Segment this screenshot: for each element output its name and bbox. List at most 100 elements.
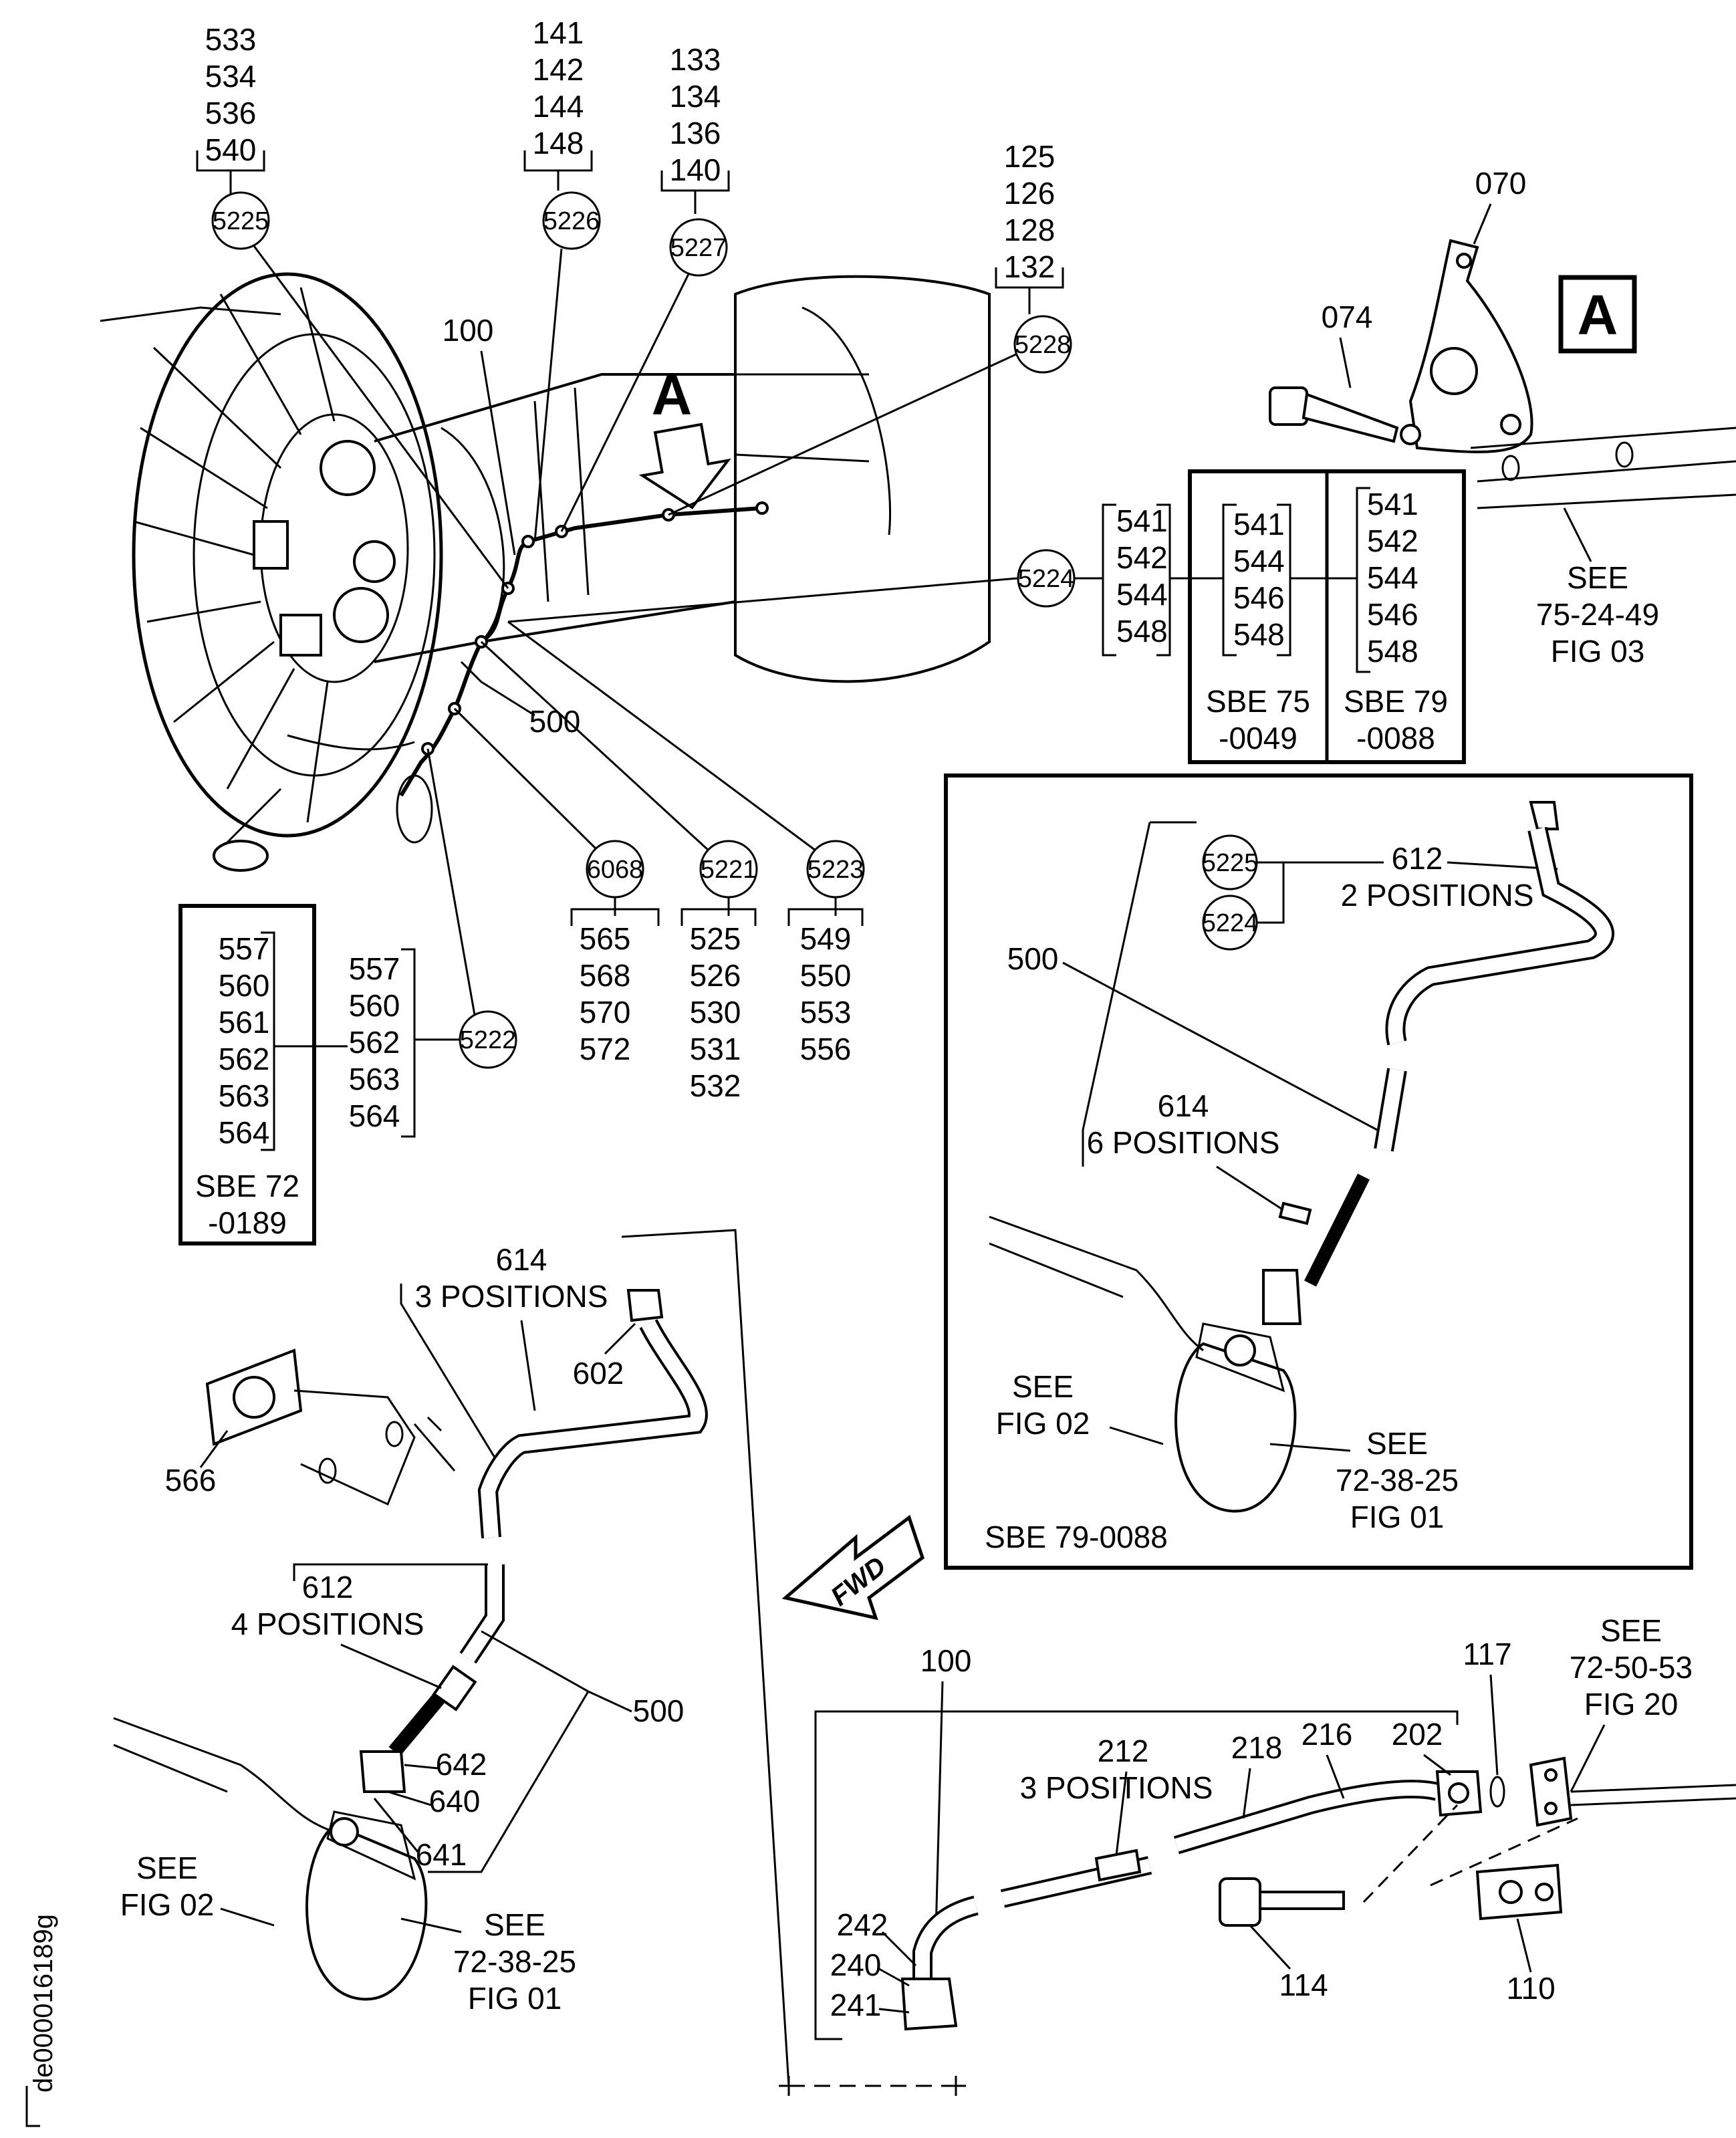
- sbe72-item-3: 561: [219, 1005, 270, 1040]
- callout-5225-item-2: 534: [205, 59, 257, 94]
- callout-5223-item-1: 549: [800, 921, 852, 956]
- inset-see-72-1: SEE: [1366, 1426, 1428, 1461]
- sbe75-label-1: SBE 75: [1206, 684, 1310, 719]
- label-074: 074: [1322, 300, 1373, 334]
- inset-label-614-pos: 6 POSITIONS: [1087, 1125, 1280, 1160]
- see-72-a-3: FIG 01: [468, 1981, 562, 2016]
- label-641: 641: [416, 1837, 467, 1872]
- sbe72-item-1: 557: [219, 931, 270, 966]
- callout-5226-item-3: 144: [533, 89, 584, 124]
- label-612-a-pos: 4 POSITIONS: [231, 1607, 424, 1641]
- callout-6068-item-1: 565: [580, 921, 631, 956]
- sbe75-item-4: 548: [1233, 617, 1285, 652]
- sbe72-item-2: 560: [219, 968, 270, 1003]
- callout-5223-item-3: 553: [800, 995, 852, 1030]
- inset-sbe-label: SBE 79-0088: [985, 1520, 1168, 1554]
- sbe-box-group: 541 544 546 548 SBE 75 -0049 541 542 544…: [1188, 469, 1466, 764]
- callout-5227-item-4: 140: [670, 152, 721, 187]
- callout-5227-id: 5227: [670, 234, 727, 262]
- callout-6068-item-2: 568: [580, 958, 631, 993]
- callout-5222: 5222 557 560 562 563 564: [294, 748, 517, 1138]
- see-a-line-2: 75-24-49: [1536, 597, 1659, 632]
- label-117: 117: [1463, 1637, 1511, 1671]
- callout-5221-item-1: 525: [690, 921, 741, 956]
- callout-5221-item-2: 526: [690, 958, 741, 993]
- sbe72-box: 557 560 561 562 563 564 SBE 72 -0189: [178, 904, 316, 1245]
- label-612-a: 612: [302, 1570, 354, 1605]
- label-212: 212: [1098, 1734, 1149, 1768]
- callout-5222-item-1: 557: [349, 951, 400, 986]
- see-fig02-a-2: FIG 02: [120, 1887, 215, 1922]
- label-100-b: 100: [920, 1643, 972, 1678]
- label-110: 110: [1506, 1971, 1555, 2006]
- lower-right-assembly: 100 212 3 POSITIONS 218 216 202 117 SEE …: [779, 1613, 1736, 2096]
- inset-see-72-3: FIG 01: [1350, 1500, 1445, 1534]
- callout-5227-item-3: 136: [670, 116, 721, 150]
- callout-5226-id: 5226: [543, 207, 600, 235]
- callout-5222-id: 5222: [460, 1026, 517, 1054]
- sbe75-label-2: -0049: [1219, 721, 1297, 755]
- label-242: 242: [837, 1907, 888, 1942]
- view-a-detail: A 070 074 SEE 75-24-49 FIG 03: [1269, 166, 1736, 669]
- callout-5224-item-3: 544: [1116, 577, 1168, 612]
- callout-5226-item-2: 142: [533, 52, 584, 87]
- label-642: 642: [436, 1747, 487, 1782]
- callout-5221: 5221 525 526 530 531 532: [480, 640, 758, 1103]
- inset-callout-5225: 5225: [1202, 849, 1259, 877]
- see-72-50-2: 72-50-53: [1570, 1650, 1693, 1685]
- callout-5223-item-2: 550: [800, 958, 852, 993]
- sbe75-item-2: 544: [1233, 544, 1285, 578]
- callout-5222-item-5: 564: [349, 1098, 400, 1133]
- callout-5228-item-4: 132: [1004, 249, 1056, 284]
- label-241: 241: [830, 1988, 882, 2022]
- sbe79-item-3: 544: [1367, 560, 1418, 595]
- inset-sbe79: 5225 5224 612 2 POSITIONS 500 614 6 POSI…: [944, 774, 1693, 1570]
- label-212-pos: 3 POSITIONS: [1020, 1770, 1213, 1805]
- callout-5222-item-3: 562: [349, 1025, 400, 1060]
- callout-5224-item-1: 541: [1116, 503, 1168, 538]
- callout-5223-id: 5223: [808, 856, 864, 884]
- callout-5221-id: 5221: [701, 856, 757, 884]
- label-100: 100: [443, 313, 494, 348]
- see-fig02-a-1: SEE: [136, 1851, 198, 1885]
- sbe72-item-4: 562: [219, 1042, 270, 1076]
- label-640: 640: [429, 1784, 481, 1818]
- sbe79-item-1: 541: [1367, 487, 1418, 521]
- figure-id: de000016189g: [29, 1914, 58, 2093]
- label-218: 218: [1231, 1730, 1283, 1765]
- callout-5227-item-2: 134: [670, 79, 721, 114]
- label-240: 240: [830, 1947, 882, 1982]
- callout-5224-id: 5224: [1018, 565, 1075, 593]
- inset-label-614: 614: [1158, 1088, 1209, 1123]
- sbe75-item-3: 546: [1233, 580, 1285, 615]
- callout-6068: 6068 565 568 570 572: [453, 707, 660, 1066]
- sbe72-label-2: -0189: [208, 1205, 287, 1240]
- callout-5226: 141 142 144 148 5226: [523, 15, 601, 542]
- callout-5227: 133 134 136 140 5227: [560, 42, 730, 532]
- callout-5228-item-3: 128: [1004, 213, 1056, 247]
- callout-5223-item-4: 556: [800, 1032, 852, 1066]
- sbe79-item-5: 548: [1367, 634, 1418, 669]
- inset-see-72-2: 72-38-25: [1336, 1463, 1459, 1498]
- callout-5225-item-1: 533: [205, 22, 257, 57]
- see-a-line-3: FIG 03: [1551, 634, 1645, 669]
- callout-5227-item-1: 133: [670, 42, 721, 77]
- callout-5222-item-2: 560: [349, 988, 400, 1023]
- fwd-arrow: FWD: [781, 1514, 924, 1621]
- sbe75-item-1: 541: [1233, 507, 1285, 542]
- callout-5224-item-2: 542: [1116, 540, 1168, 575]
- label-114: 114: [1279, 1968, 1328, 2002]
- callout-5225-item-4: 540: [205, 132, 257, 167]
- inset-see-fig02-1: SEE: [1012, 1369, 1074, 1404]
- callout-5222-item-4: 563: [349, 1062, 400, 1096]
- inset-see-fig02-2: FIG 02: [996, 1406, 1090, 1441]
- see-72-50-3: FIG 20: [1584, 1687, 1679, 1721]
- sbe79-label-1: SBE 79: [1344, 684, 1448, 719]
- callout-5228-item-1: 125: [1004, 139, 1056, 174]
- see-a-line-1: SEE: [1567, 560, 1628, 595]
- view-a-arrow-label: A: [652, 364, 693, 427]
- see-72-a-2: 72-38-25: [453, 1944, 576, 1979]
- callout-5224-item-4: 548: [1116, 614, 1168, 648]
- callout-5225-item-3: 536: [205, 96, 257, 130]
